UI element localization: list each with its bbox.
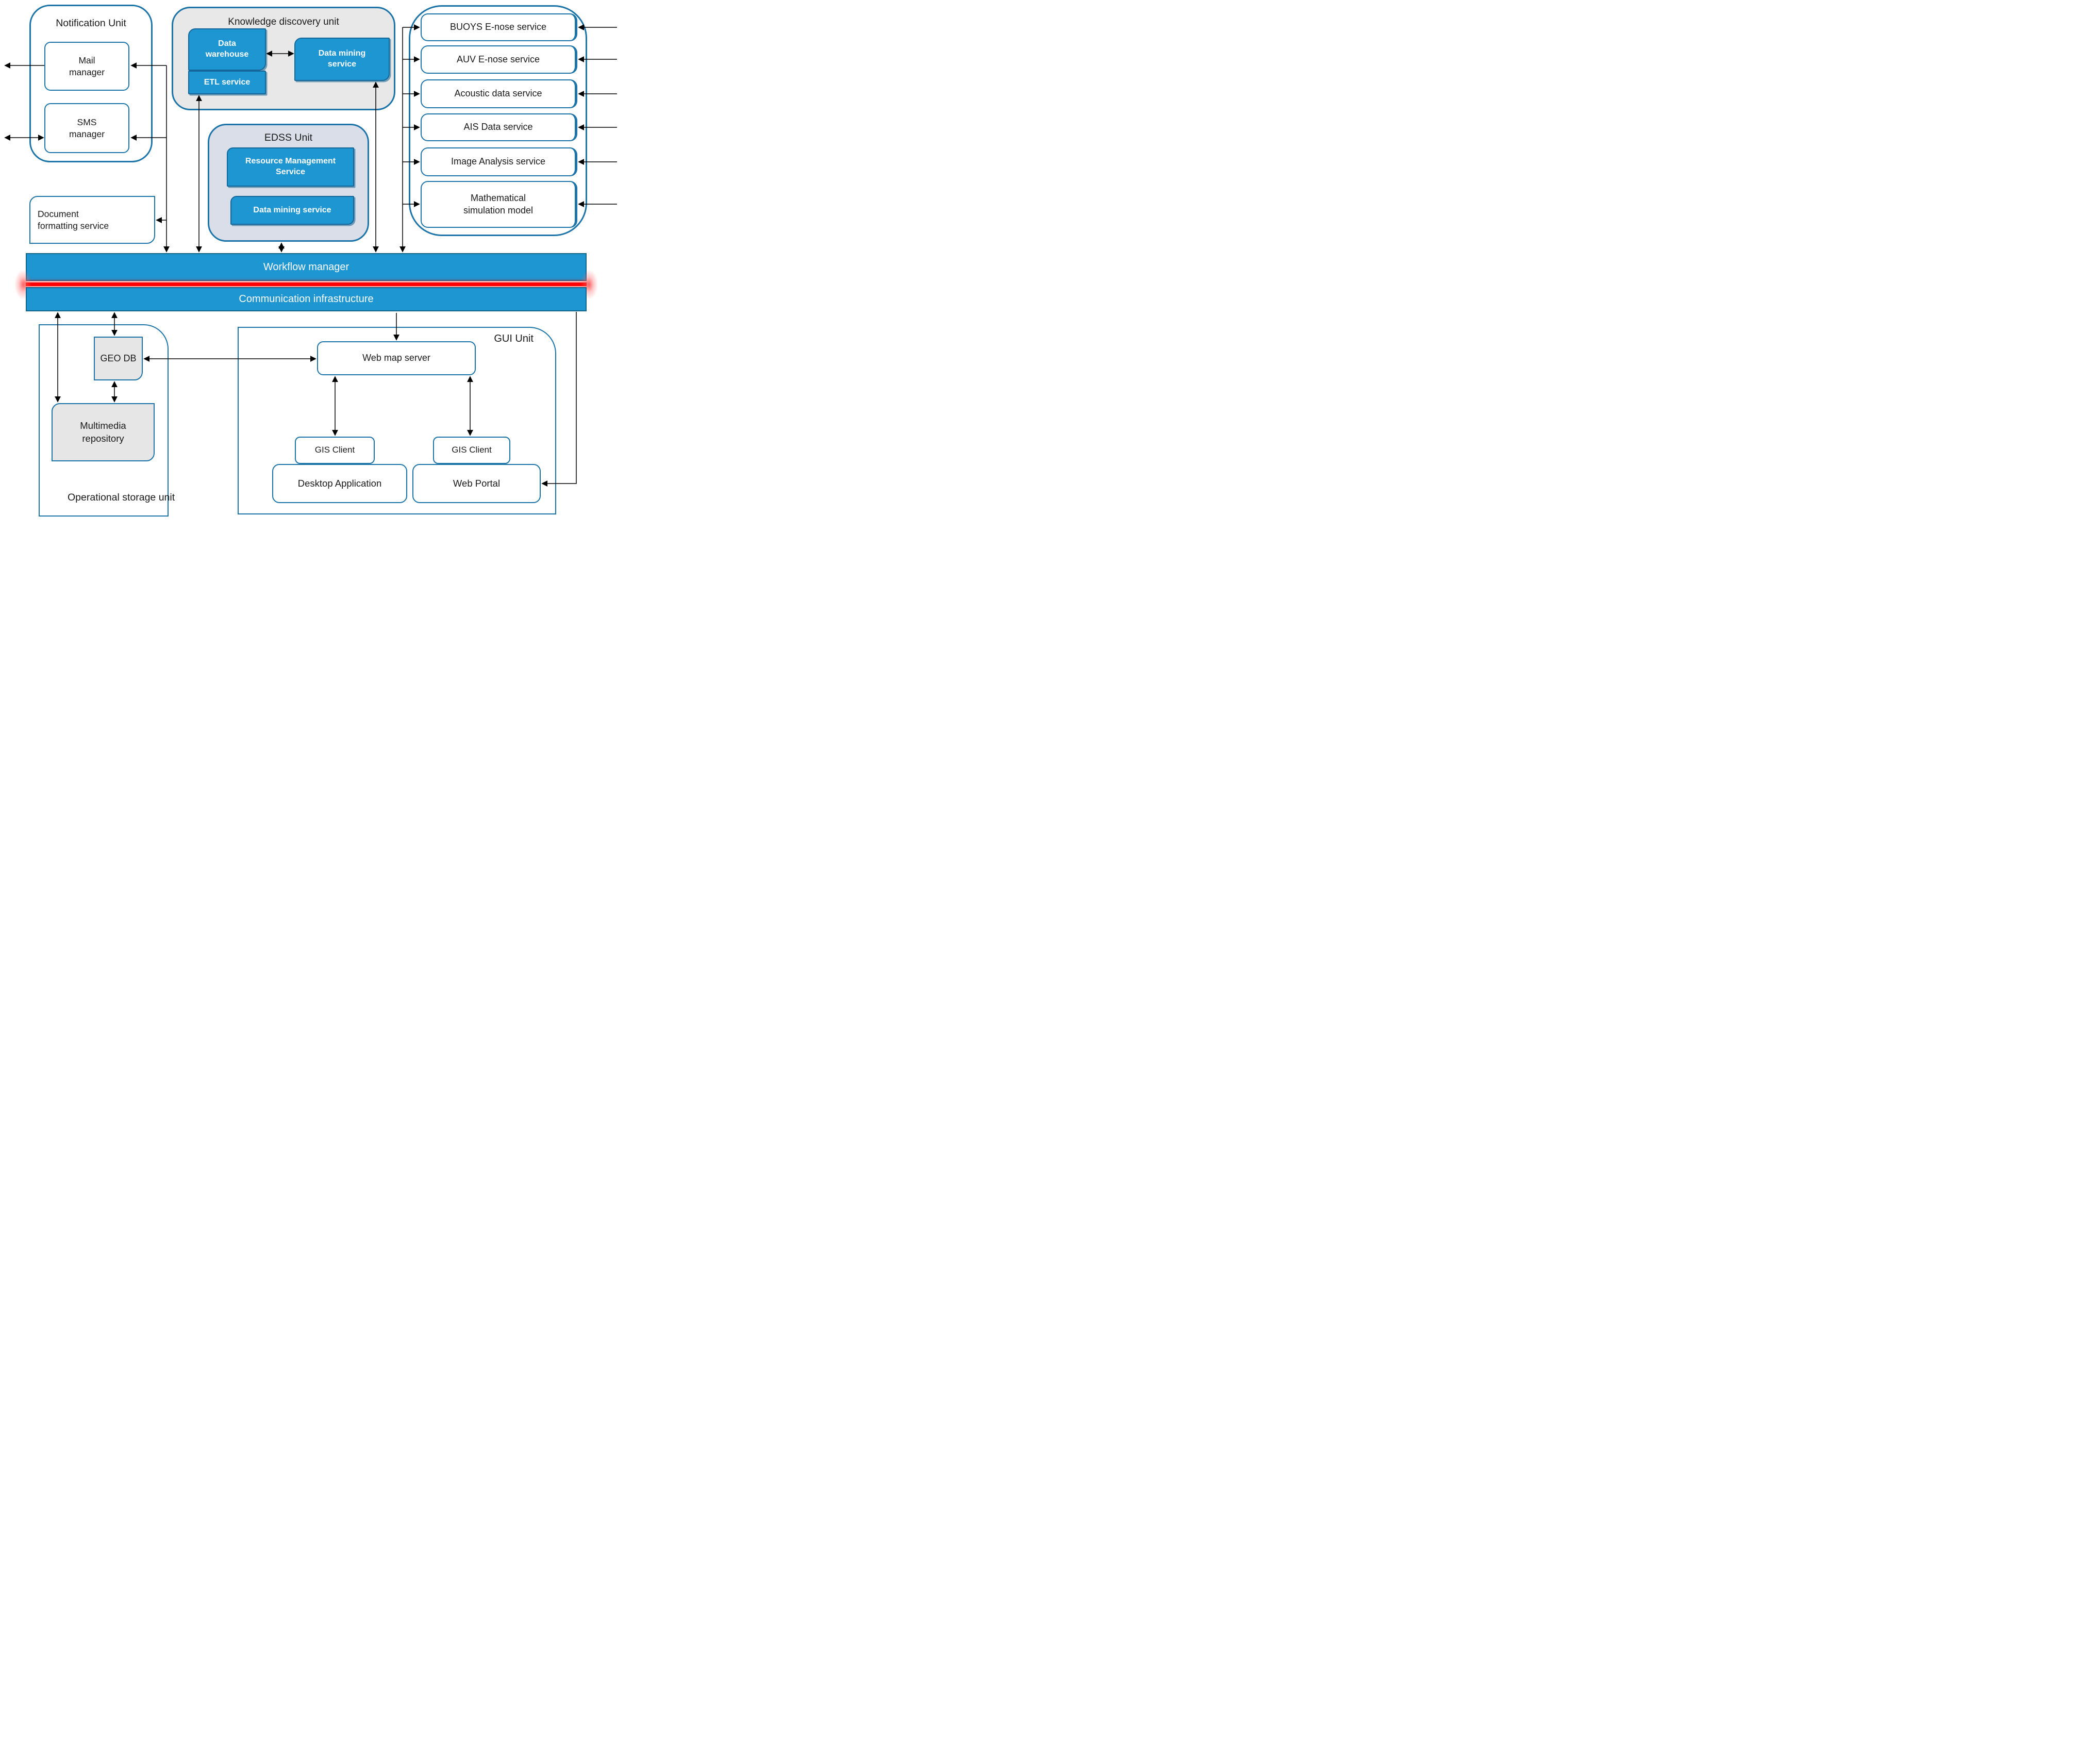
- edss-data-mining-service-box: Data mining service: [230, 196, 354, 225]
- mail-manager-label: Mail manager: [69, 55, 105, 77]
- communication-infrastructure-bar: Communication infrastructure: [26, 287, 587, 311]
- edss-data-mining-service-label: Data mining service: [253, 205, 331, 214]
- operational-storage-unit-title: Operational storage unit: [68, 491, 175, 503]
- notification-unit-title: Notification Unit: [56, 18, 126, 29]
- multimedia-repository-box: Multimedia repository: [52, 403, 155, 461]
- data-warehouse-label: Data warehouse: [205, 39, 249, 59]
- knowledge-discovery-unit-title: Knowledge discovery unit: [228, 16, 339, 27]
- web-map-server-label: Web map server: [362, 353, 430, 363]
- resource-management-service-label: Resource Management Service: [245, 157, 336, 176]
- image-analysis-service-box: Image Analysis service: [421, 147, 577, 176]
- sms-manager-box: SMS manager: [44, 103, 129, 153]
- sms-manager-label: SMS manager: [69, 117, 105, 139]
- mail-manager-box: Mail manager: [44, 42, 129, 91]
- mathematical-simulation-model-box: Mathematical simulation model: [421, 181, 577, 228]
- kdu-data-mining-service-label: Data mining service: [318, 49, 366, 69]
- geo-db-label: GEO DB: [100, 353, 137, 363]
- gis-client-left-label: GIS Client: [314, 445, 355, 455]
- workflow-manager-label: Workflow manager: [263, 261, 349, 273]
- web-map-server-box: Web map server: [317, 341, 476, 375]
- auv-e-nose-service-box: AUV E-nose service: [421, 45, 577, 74]
- gis-client-right-box: GIS Client: [433, 437, 510, 464]
- edss-unit-title: EDSS Unit: [264, 132, 313, 143]
- data-warehouse-box: Data warehouse: [188, 28, 266, 71]
- desktop-application-label: Desktop Application: [297, 477, 382, 489]
- acoustic-data-service-box: Acoustic data service: [421, 79, 577, 108]
- buoys-e-nose-service-label: BUOYS E-nose service: [449, 22, 547, 32]
- architecture-diagram: Notification Unit Mail manager SMS manag…: [0, 0, 619, 520]
- gis-client-left-box: GIS Client: [295, 437, 375, 464]
- image-analysis-service-label: Image Analysis service: [451, 156, 546, 167]
- web-portal-label: Web Portal: [453, 477, 501, 489]
- workflow-manager-bar: Workflow manager: [26, 253, 587, 281]
- buoys-e-nose-service-box: BUOYS E-nose service: [421, 13, 577, 41]
- web-portal-box: Web Portal: [412, 464, 541, 503]
- etl-service-box: ETL service: [188, 71, 266, 94]
- desktop-application-box: Desktop Application: [272, 464, 407, 503]
- mathematical-simulation-model-label: Mathematical simulation model: [463, 193, 534, 215]
- gis-client-right-label: GIS Client: [452, 445, 492, 455]
- etl-service-label: ETL service: [204, 77, 251, 87]
- kdu-data-mining-service-box: Data mining service: [294, 38, 390, 81]
- gui-unit-title: GUI Unit: [494, 333, 534, 344]
- resource-management-service-box: Resource Management Service: [227, 147, 354, 187]
- communication-infrastructure-label: Communication infrastructure: [239, 293, 374, 305]
- geo-db-box: GEO DB: [94, 337, 143, 380]
- ais-data-service-label: AIS Data service: [463, 122, 533, 132]
- auv-e-nose-service-label: AUV E-nose service: [456, 54, 540, 64]
- ais-data-service-box: AIS Data service: [421, 113, 577, 141]
- red-separator-line: [26, 282, 587, 286]
- document-formatting-service-label: Document formatting service: [38, 208, 109, 231]
- acoustic-data-service-label: Acoustic data service: [454, 88, 542, 99]
- document-formatting-service-box: Document formatting service: [29, 196, 155, 244]
- multimedia-repository-label: Multimedia repository: [80, 420, 126, 444]
